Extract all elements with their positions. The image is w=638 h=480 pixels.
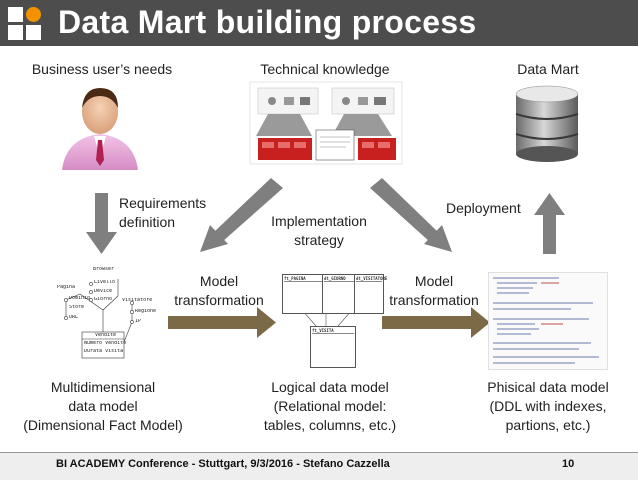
caption-line: (Relational model: <box>273 398 387 414</box>
dfm-attr: Livello <box>94 280 116 285</box>
label-line: definition <box>119 214 176 230</box>
caption-line: (Dimensional Fact Model) <box>23 417 183 433</box>
dfm-top-attr: Browser <box>93 267 115 272</box>
caption-line: data model <box>68 398 138 414</box>
label-line: strategy <box>294 232 344 248</box>
label-line: Model <box>414 273 454 289</box>
transformation-arrow-2 <box>382 307 490 338</box>
table-name: ft_VISITA <box>312 328 354 334</box>
logo-icon <box>8 7 42 41</box>
dfm-attr: Pagina <box>57 285 76 290</box>
transformation-arrow-1 <box>168 307 276 338</box>
business-needs-label: Business user’s needs <box>31 61 173 77</box>
business-user-icon <box>62 88 138 170</box>
dfm-attr: Giorno <box>94 297 113 302</box>
caption-line: Logical data model <box>271 379 389 395</box>
slide-footer: BI ACADEMY Conference - Stuttgart, 9/3/2… <box>0 452 638 480</box>
label-line: Model <box>199 273 239 289</box>
caption-line: (DDL with indexes, <box>489 398 607 414</box>
deployment-label: Deployment <box>446 200 521 216</box>
technical-knowledge-label: Technical knowledge <box>260 61 390 77</box>
requirements-label: Requirements definition <box>119 194 206 232</box>
multidimensional-model-caption: Multidimensional data model (Dimensional… <box>8 378 198 435</box>
model-transformation-label-1: Model transformation <box>167 272 271 310</box>
dfm-attr: URL <box>69 315 79 320</box>
title-bar: Data Mart building process <box>0 0 638 46</box>
physical-model-caption: Phisical data model (DDL with indexes, p… <box>468 378 628 435</box>
label-line: Implementation <box>271 213 367 229</box>
model-transformation-label-2: Model transformation <box>382 272 486 310</box>
ddl-script-thumbnail <box>488 272 608 370</box>
caption-line: Multidimensional <box>50 379 156 395</box>
page-title: Data Mart building process <box>58 4 477 40</box>
dfm-measure: Durata visita <box>84 349 124 354</box>
caption-line: tables, columns, etc.) <box>263 417 397 433</box>
dfm-diagram <box>64 279 134 359</box>
dfm-attr: Regione <box>135 309 157 314</box>
table-name: dt_GIORNO <box>324 276 354 282</box>
label-line: Requirements <box>119 195 207 211</box>
data-mart-label: Data Mart <box>517 61 579 77</box>
implementation-arrow-left <box>200 178 283 252</box>
table-name: dt_VISITATORE <box>356 276 388 282</box>
dfm-measure: Numero Vendite <box>84 341 127 346</box>
implementation-arrow-right <box>370 178 452 252</box>
dfm-attr: IP <box>135 319 142 324</box>
technical-diagram-icon <box>249 81 403 165</box>
footer-text: BI ACADEMY Conference - Stuttgart, 9/3/2… <box>56 458 390 470</box>
label-line: transformation <box>174 292 264 308</box>
deployment-arrow <box>534 193 565 254</box>
dfm-attr: Store <box>69 305 85 310</box>
dfm-attr: Dominio <box>69 296 91 301</box>
requirements-arrow <box>86 193 117 254</box>
implementation-label: Implementation strategy <box>264 212 374 250</box>
label-line: transformation <box>389 292 479 308</box>
caption-line: partions, etc.) <box>505 417 591 433</box>
table-block: ft_PAGINA <box>282 274 324 314</box>
table-name: ft_PAGINA <box>284 276 322 282</box>
table-block: dt_GIORNO <box>322 274 356 314</box>
logical-model-caption: Logical data model (Relational model: ta… <box>246 378 414 435</box>
dfm-attr: Visitatore <box>122 298 153 303</box>
table-block: dt_VISITATORE <box>354 274 388 314</box>
database-icon <box>515 85 579 162</box>
dfm-fact: Vendite <box>95 333 117 338</box>
caption-line: Phisical data model <box>487 379 609 395</box>
table-block: ft_VISITA <box>310 326 356 368</box>
dfm-attr: Device <box>94 289 113 294</box>
page-number: 10 <box>562 458 575 470</box>
